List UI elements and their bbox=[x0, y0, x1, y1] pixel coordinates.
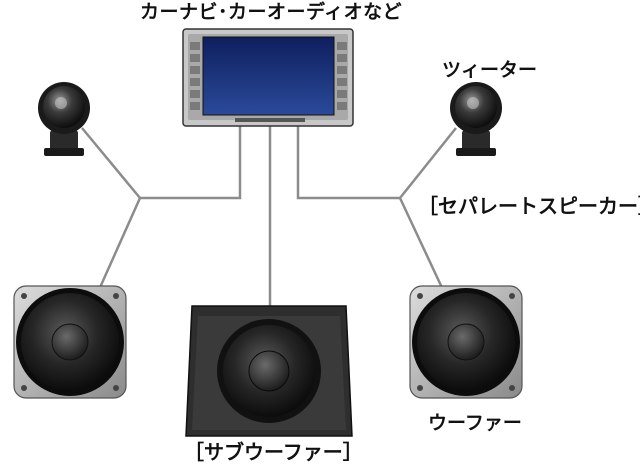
wire-left bbox=[140, 124, 242, 200]
woofer-icon bbox=[409, 285, 523, 399]
tweeter-icon bbox=[450, 82, 502, 156]
wire-left-woofer bbox=[96, 197, 142, 293]
head-unit-icon bbox=[182, 28, 354, 127]
woofer-icon bbox=[13, 285, 127, 399]
wire-right-tweeter bbox=[399, 127, 457, 199]
subwoofer-icon bbox=[185, 305, 353, 437]
wire-right-woofer bbox=[398, 197, 446, 293]
woofer-label: ウーファー bbox=[428, 412, 522, 434]
wire-right bbox=[296, 124, 400, 200]
subwoofer-label: ［サブウーファー］ bbox=[184, 440, 363, 464]
separate-speaker-label: ［セパレートスピーカー］ bbox=[418, 194, 640, 218]
head-unit-label: カーナビ･カーオーディオなど bbox=[140, 1, 403, 23]
tweeter-icon bbox=[38, 82, 90, 156]
wire-left-tweeter bbox=[81, 127, 141, 199]
wiring bbox=[81, 124, 457, 308]
tweeter-label: ツィーター bbox=[442, 59, 538, 81]
